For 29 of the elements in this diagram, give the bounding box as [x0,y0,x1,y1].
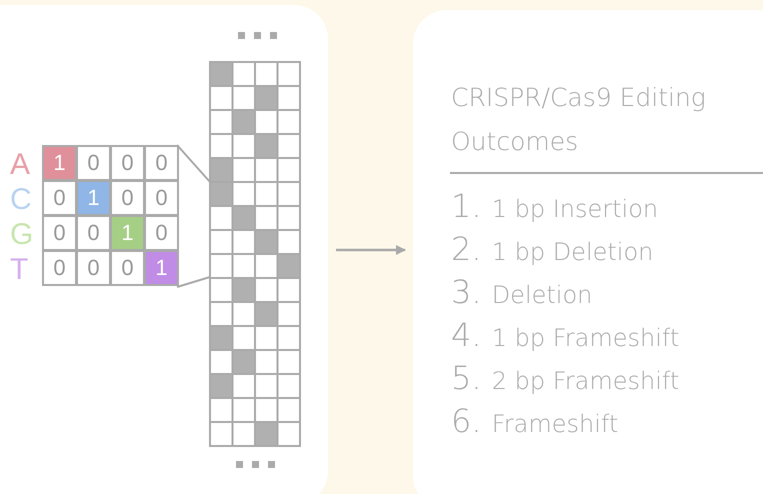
matrix-cell: 0 [76,215,111,251]
matrix-cell: 1 [110,215,145,251]
nucleotide-letter: A [10,150,30,180]
outcomes-panel [413,10,763,494]
matrix-cell: 0 [42,250,77,286]
list-item: 1. 1 bp Insertion [451,186,658,227]
panel-title: CRISPR/Cas9 Editing Outcomes [451,82,707,158]
matrix-cell: 1 [42,145,77,181]
nucleotide-letter: T [10,255,28,285]
matrix-cell: 0 [42,180,77,216]
matrix-cell: 0 [144,145,179,181]
matrix-cell: 1 [76,180,111,216]
matrix-cell: 0 [110,250,145,286]
list-item: 2. 1 bp Deletion [451,229,654,270]
arrow [336,245,406,255]
list-item: 4. 1 bp Frameshift [451,315,680,356]
list-item: 6. Frameshift [451,401,618,442]
matrix-cell: 0 [110,145,145,181]
matrix-cell: 0 [144,180,179,216]
matrix-cell: 0 [76,145,111,181]
list-item: 3. Deletion [451,272,592,313]
matrix-cell: 0 [42,215,77,251]
matrix-cell: 0 [76,250,111,286]
matrix-cell: 0 [144,215,179,251]
nucleotide-letter: G [10,220,34,250]
matrix-cell: 1 [144,250,179,286]
matrix-cell: 0 [110,180,145,216]
list-item: 5. 2 bp Frameshift [451,358,680,399]
nucleotide-letter: C [10,185,32,215]
